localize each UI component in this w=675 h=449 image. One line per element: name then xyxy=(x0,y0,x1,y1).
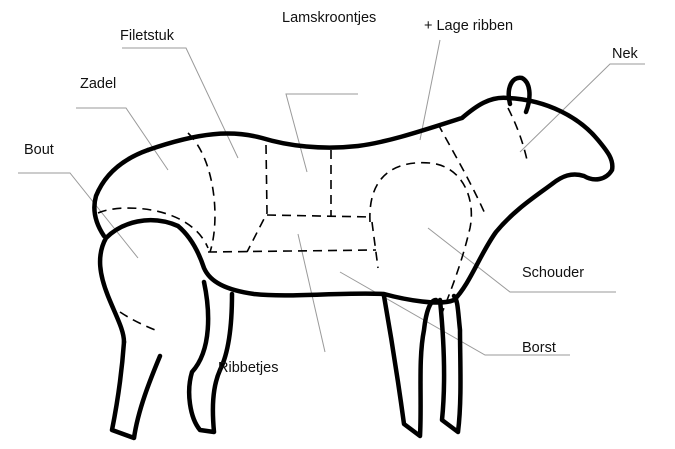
label-nek: Nek xyxy=(612,46,639,62)
cut-neck-back xyxy=(508,108,527,160)
front-leg-left xyxy=(384,296,436,436)
cut-fillet-crown xyxy=(247,145,267,252)
leader-lamskroontjes xyxy=(286,94,358,172)
leader-nek xyxy=(520,64,645,152)
body-outline xyxy=(100,98,612,342)
label-ribbetjes: Ribbetjes xyxy=(218,360,278,376)
cut-shoulder-back xyxy=(372,222,378,268)
back-leg-outer xyxy=(112,342,160,438)
cut-crown-base xyxy=(267,215,372,217)
label-schouder: Schouder xyxy=(522,265,584,281)
label-zadel: Zadel xyxy=(80,76,116,92)
leader-schouder xyxy=(428,228,616,292)
cut-belly-line xyxy=(208,250,376,252)
label-lamskroontjes: Lamskroontjes xyxy=(282,10,376,26)
label-lage-ribben: + Lage ribben xyxy=(424,18,513,34)
cut-neck-front xyxy=(438,124,486,216)
label-borst: Borst xyxy=(522,340,556,356)
sheep-outline xyxy=(94,78,612,438)
cut-zadel-fillet xyxy=(188,133,215,252)
label-filetstuk: Filetstuk xyxy=(120,28,175,44)
ear-outline xyxy=(509,78,530,112)
front-leg-right xyxy=(440,296,461,432)
cut-bout-leg xyxy=(120,312,160,332)
leader-bout xyxy=(18,173,138,258)
back-leg-inner xyxy=(189,282,232,432)
label-bout: Bout xyxy=(24,142,54,158)
